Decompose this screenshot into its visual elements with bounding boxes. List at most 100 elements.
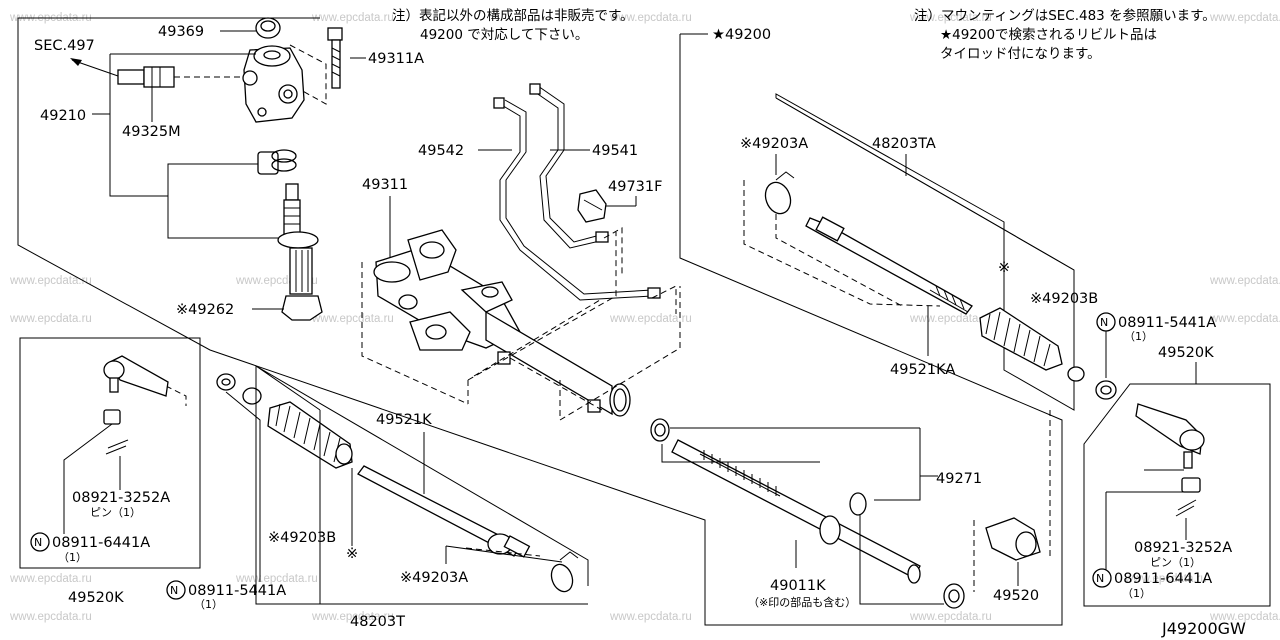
n-mark: N: [1100, 316, 1108, 329]
watermark: www.epcdata.ru: [311, 611, 394, 623]
piston-seal-part: [849, 492, 867, 516]
leader: [319, 410, 353, 604]
note-order-49200: 49200 で対応して下さい。: [420, 27, 588, 43]
cotter-pin: [107, 439, 129, 449]
leader: [795, 514, 944, 605]
label-49731f: 49731F: [608, 179, 662, 195]
label-08921-3252a-left: 08921-3252A: [72, 490, 170, 506]
bolt-part: [327, 27, 343, 89]
boot-part: [267, 401, 353, 469]
bracket-48203t: [255, 365, 589, 605]
cotter-pin: [1175, 505, 1195, 517]
outer-tie-rod-part: [1135, 403, 1205, 469]
n-mark: N: [170, 584, 178, 597]
dashed-guide: [603, 227, 677, 314]
label-49311: 49311: [362, 177, 408, 193]
note-mounting: 注）マウンティングはSEC.483 を参照願います。: [914, 7, 1216, 24]
label-49520k-right: 49520K: [1158, 345, 1214, 361]
valve-housing-part: [242, 45, 305, 123]
clip-ring-part: [764, 171, 795, 215]
pipe-part: [493, 83, 661, 301]
watermark: www.epcdata.ru: [909, 611, 992, 623]
watermark: www.epcdata.ru: [1209, 611, 1280, 623]
cotter-pin: [105, 445, 127, 455]
label-49200: ★49200: [712, 27, 771, 43]
label-08911-5441a-left: 08911-5441A: [188, 583, 286, 599]
leader: [63, 423, 121, 534]
bracket-49271: [661, 427, 938, 501]
leader: [1105, 491, 1184, 570]
cotter-pin: [1177, 499, 1197, 511]
label-sec497: SEC.497: [34, 38, 95, 54]
n-mark: N: [34, 536, 42, 549]
dust-cap-part: [255, 17, 281, 39]
watermark: www.epcdata.ru: [311, 12, 394, 24]
label-49541: 49541: [592, 143, 638, 159]
band-part: [1067, 366, 1085, 382]
boot-part: [979, 307, 1063, 371]
inner-tie-rod-part: [805, 216, 973, 315]
watermark: www.epcdata.ru: [9, 313, 92, 325]
watermark: www.epcdata.ru: [609, 12, 692, 24]
label-49210: 49210: [40, 108, 86, 124]
nut-part: [1095, 380, 1117, 400]
dashed-guide: [973, 410, 1051, 592]
label-49011k: 49011K: [770, 578, 826, 594]
union-part: [117, 66, 175, 88]
label-48203ta: 48203TA: [872, 136, 936, 152]
dashed-guide: [743, 180, 941, 307]
watermark: www.epcdata.ru: [9, 611, 92, 623]
watermark: www.epcdata.ru: [609, 313, 692, 325]
qty-08911-6441a-left: （1）: [58, 551, 87, 564]
watermark: www.epcdata.ru: [1209, 275, 1280, 287]
label-49271: 49271: [936, 471, 982, 487]
label-49521ka: 49521KA: [890, 362, 955, 378]
watermark: www.epcdata.ru: [311, 313, 394, 325]
watermark: www.epcdata.ru: [909, 12, 992, 24]
outer-tie-rod-part: [103, 355, 169, 397]
dashed-guide: [289, 44, 327, 105]
watermark: www.epcdata.ru: [609, 611, 692, 623]
label-08911-6441a-left: 08911-6441A: [52, 535, 150, 551]
clip-ring-part: [550, 551, 579, 593]
watermark: www.epcdata.ru: [1209, 12, 1280, 24]
label-49520k-left: 49520K: [68, 590, 124, 606]
n-mark-circle: [1092, 568, 1112, 588]
band-part: [216, 373, 236, 391]
inner-tie-rod-part: [357, 465, 531, 558]
arrow-head: [70, 58, 82, 66]
dashed-guide: [165, 385, 541, 557]
watermark: www.epcdata.ru: [909, 313, 992, 325]
asterisk-mark: ※: [998, 260, 1010, 276]
label-49325m: 49325M: [122, 124, 181, 140]
asterisk-mark: ※: [346, 546, 358, 562]
leader: [225, 391, 261, 582]
label-49369: 49369: [158, 24, 204, 40]
qty-08911-5441a-left: （1）: [194, 598, 223, 611]
label-49521k: 49521K: [376, 412, 432, 428]
seal-ring-part: [943, 583, 965, 609]
n-mark-circle: [166, 580, 186, 600]
label-08911-6441a-right: 08911-6441A: [1114, 571, 1212, 587]
note-rebuilt: ★49200で検索されるリビルト品は: [940, 27, 1157, 43]
box-49520k-right: [1083, 362, 1271, 607]
clamp-part: [577, 189, 607, 223]
pin-label-right: ピン（1）: [1150, 556, 1201, 569]
castle-nut-part: [1181, 477, 1201, 493]
pin-label-left: ピン（1）: [90, 506, 141, 519]
label-49203b-left: ※49203B: [268, 530, 336, 546]
watermark: www.epcdata.ru: [9, 275, 92, 287]
n-mark: N: [1096, 572, 1104, 585]
diagram-code: J49200GW: [1161, 619, 1246, 638]
dashed-guide: [361, 232, 681, 421]
leader: [445, 545, 563, 564]
label-49542: 49542: [418, 143, 464, 159]
bracket-top: [775, 97, 1075, 271]
seal-rings-part: [257, 149, 297, 175]
qty-08911-6441a-right: （1）: [1122, 587, 1151, 600]
label-49203b-right: ※49203B: [1030, 291, 1098, 307]
rack-bar-part: [671, 439, 921, 584]
castle-nut-part: [103, 409, 121, 425]
label-08911-5441a-right: 08911-5441A: [1118, 315, 1216, 331]
